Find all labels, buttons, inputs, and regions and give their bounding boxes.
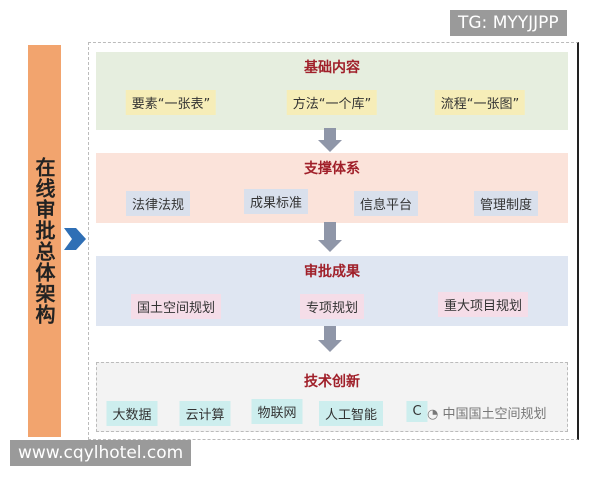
item: 大数据 bbox=[106, 401, 158, 426]
item: 专项规划 bbox=[299, 294, 365, 319]
item: 信息平台 bbox=[353, 191, 419, 216]
section-title: 技术创新 bbox=[304, 374, 360, 390]
section-title: 支撑体系 bbox=[304, 161, 360, 177]
item: 法律法规 bbox=[125, 191, 191, 216]
item: 重大项目规划 bbox=[437, 292, 529, 317]
section-tech: 技术创新 大数据 云计算 物联网 人工智能 C ◔ 中国国土空间规划 bbox=[96, 362, 568, 432]
architecture-frame bbox=[88, 42, 579, 440]
section-title: 审批成果 bbox=[304, 264, 360, 280]
item: 管理制度 bbox=[473, 191, 539, 216]
item: 要素“一张表” bbox=[125, 90, 217, 115]
item: 流程“一张图” bbox=[434, 90, 526, 115]
watermark-top: TG: MYYJJPP bbox=[450, 10, 567, 36]
watermark-bottom: www.cqylhotel.com bbox=[10, 440, 192, 466]
section-foundation: 基础内容 要素“一张表” 方法“一个库” 流程“一张图” bbox=[96, 52, 568, 130]
item: C bbox=[406, 401, 428, 422]
item: 人工智能 bbox=[318, 401, 384, 426]
sidebar-label: 在线审批总体架构 bbox=[32, 157, 56, 325]
down-arrow-icon bbox=[318, 326, 342, 352]
down-arrow-icon bbox=[318, 128, 342, 152]
section-title: 基础内容 bbox=[304, 60, 360, 76]
item: 云计算 bbox=[179, 401, 231, 426]
item: 物联网 bbox=[251, 399, 303, 424]
item: 方法“一个库” bbox=[286, 90, 378, 115]
item: 国土空间规划 bbox=[130, 294, 222, 319]
pointer-arrow-icon bbox=[64, 228, 86, 250]
section-approval: 审批成果 国土空间规划 专项规划 重大项目规划 bbox=[96, 256, 568, 326]
wechat-icon: ◔ bbox=[427, 407, 443, 422]
section-support: 支撑体系 法律法规 成果标准 信息平台 管理制度 bbox=[96, 153, 568, 223]
wechat-watermark: ◔ 中国国土空间规划 bbox=[427, 403, 547, 422]
sidebar-label-bar: 在线审批总体架构 bbox=[28, 45, 61, 437]
down-arrow-icon bbox=[318, 222, 342, 252]
item: 成果标准 bbox=[243, 189, 309, 214]
wechat-watermark-text: 中国国土空间规划 bbox=[442, 407, 547, 422]
